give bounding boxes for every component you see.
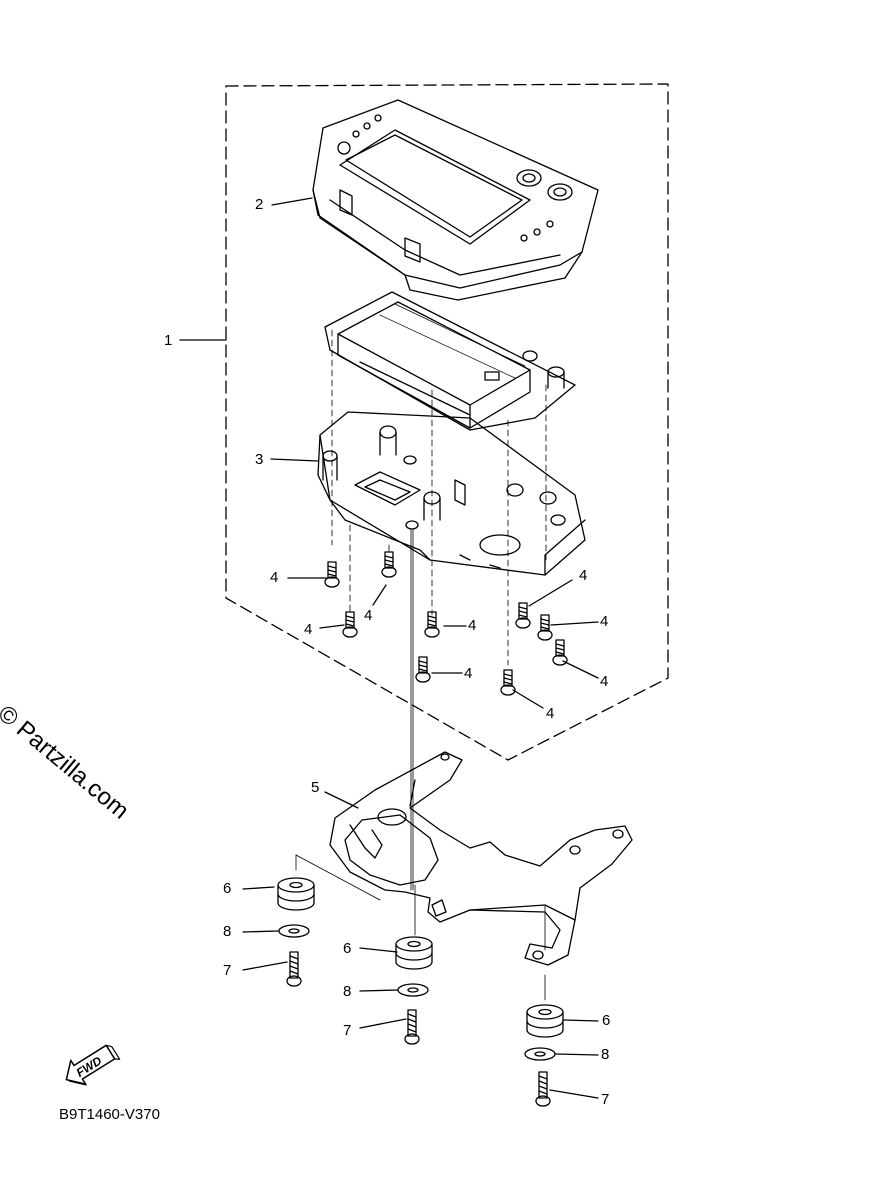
assembly-boundary <box>225 83 669 761</box>
callout-7: 7 <box>601 1091 610 1108</box>
bolt <box>286 951 302 987</box>
callout-4: 4 <box>579 567 588 584</box>
callout-4: 4 <box>600 613 609 630</box>
callout-6: 6 <box>343 940 352 957</box>
screw <box>381 551 397 578</box>
callout-5: 5 <box>311 779 320 796</box>
meter-cover <box>312 99 599 301</box>
callout-7: 7 <box>223 962 232 979</box>
callout-4: 4 <box>464 665 473 682</box>
screw <box>552 639 568 666</box>
callout-4: 4 <box>600 673 609 690</box>
grommet <box>526 1004 564 1038</box>
diagram-code: B9T1460-V370 <box>59 1106 160 1123</box>
bolt <box>404 1009 420 1045</box>
screw <box>515 602 531 629</box>
callout-4: 4 <box>468 617 477 634</box>
screw <box>500 669 516 696</box>
callout-7: 7 <box>343 1022 352 1039</box>
callout-2: 2 <box>255 196 264 213</box>
callout-3: 3 <box>255 451 264 468</box>
callout-6: 6 <box>223 880 232 897</box>
fwd-arrow-icon: FWD <box>65 1044 121 1086</box>
grommet <box>395 936 433 970</box>
screw <box>537 614 553 641</box>
meter-bracket <box>329 751 633 966</box>
screws-part-4 <box>324 551 568 696</box>
leader-lines <box>179 197 599 1099</box>
screw <box>324 561 340 588</box>
screw <box>415 656 431 683</box>
callout-8: 8 <box>601 1046 610 1063</box>
callout-4: 4 <box>364 607 373 624</box>
callout-8: 8 <box>343 983 352 1000</box>
washer <box>278 924 310 938</box>
grommet <box>277 877 315 911</box>
callout-4: 4 <box>546 705 555 722</box>
washers-part-8 <box>278 924 556 1061</box>
bolts-part-7 <box>286 951 551 1107</box>
screw <box>424 611 440 638</box>
callout-8: 8 <box>223 923 232 940</box>
meter-circuit-board <box>324 291 576 431</box>
callout-4: 4 <box>304 621 313 638</box>
callout-6: 6 <box>602 1012 611 1029</box>
meter-lower-case <box>317 411 586 576</box>
bolt <box>535 1071 551 1107</box>
washer <box>524 1047 556 1061</box>
screw <box>342 611 358 638</box>
washer <box>397 983 429 997</box>
grommets-part-6 <box>277 877 564 1038</box>
alignment-lines <box>295 329 547 1001</box>
callout-1: 1 <box>164 332 173 349</box>
callout-4: 4 <box>270 569 279 586</box>
